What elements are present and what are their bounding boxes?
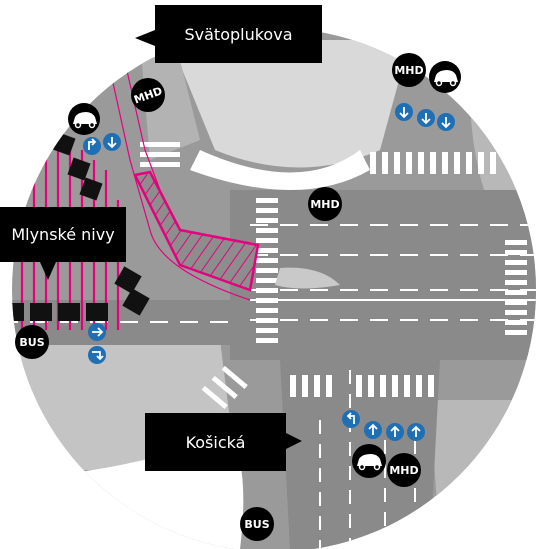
sign-group-north-east xyxy=(395,103,455,131)
crosswalk-south xyxy=(290,375,434,397)
crosswalk-southwest xyxy=(201,365,248,409)
mhd-badge-north-east: MHD xyxy=(392,53,426,87)
main-roadway xyxy=(230,190,536,360)
barrier-blocks xyxy=(12,132,150,321)
car-icon xyxy=(352,444,386,478)
callout-pointer-south xyxy=(286,433,302,449)
crosswalk-north xyxy=(370,152,496,174)
mhd-badge-south: MHD xyxy=(387,453,421,487)
bus-badge-west: BUS xyxy=(15,325,49,359)
median-island xyxy=(275,267,340,289)
sign-group-south xyxy=(342,410,425,441)
crosswalk-west-north xyxy=(140,142,180,167)
street-label-north: Svätoplukova xyxy=(155,5,322,63)
south-east-sidewalk xyxy=(430,400,536,549)
street-label-south: Košická xyxy=(145,413,286,471)
car-icon xyxy=(429,61,461,93)
north-west-sidewalk xyxy=(140,40,200,160)
hatched-zone xyxy=(133,170,260,292)
mhd-badge-north-west: MHD xyxy=(131,78,165,112)
street-label-west: Mlynské nivy xyxy=(0,207,126,262)
svg-text:MHD: MHD xyxy=(389,464,418,477)
lane-arrow-icon xyxy=(88,346,106,364)
crosswalk-east xyxy=(505,240,527,335)
bus-badge-south: BUS xyxy=(240,507,274,541)
svg-text:BUS: BUS xyxy=(244,518,269,531)
crosswalk-center xyxy=(256,198,278,343)
mhd-badge-center: MHD xyxy=(308,187,342,221)
south-lane-lines xyxy=(319,370,416,549)
lane-arrow-icon xyxy=(83,137,101,155)
callout-pointer-west xyxy=(40,262,56,280)
north-curb xyxy=(190,150,370,190)
north-plaza xyxy=(170,40,410,168)
svg-text:MHD: MHD xyxy=(310,198,339,211)
sign-group-west xyxy=(83,133,121,364)
svg-text:MHD: MHD xyxy=(394,64,423,77)
car-icon xyxy=(68,103,100,135)
callout-pointer-north xyxy=(135,30,155,46)
svg-text:BUS: BUS xyxy=(19,336,44,349)
lane-lines xyxy=(12,224,536,323)
